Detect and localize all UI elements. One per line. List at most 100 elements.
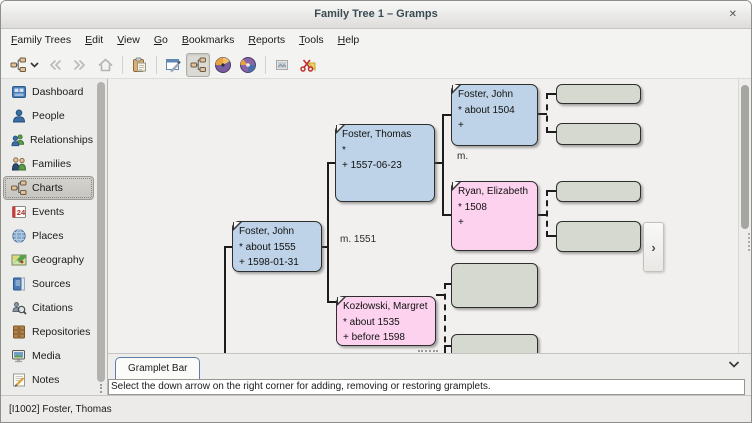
dashed-connector-line xyxy=(546,131,556,133)
gramplet-bar-tab[interactable]: Gramplet Bar xyxy=(115,357,201,380)
connector-line xyxy=(327,162,336,164)
empty-person-box[interactable] xyxy=(556,181,641,202)
sidebar-item-label: Charts xyxy=(32,182,63,194)
home-button[interactable] xyxy=(93,53,117,77)
toolbar-separator xyxy=(156,55,157,74)
sidebar-item-label: Citations xyxy=(32,302,73,314)
person-birth: * 1508 xyxy=(458,201,487,213)
menu-reports[interactable]: Reports xyxy=(248,33,286,46)
expand-right-button[interactable]: › xyxy=(643,222,664,272)
gramplet-dropdown-button[interactable] xyxy=(728,361,740,368)
person-birth: * xyxy=(342,144,346,156)
sidebar-item-relationships[interactable]: Relationships xyxy=(3,128,94,152)
title-bar[interactable]: Family Tree 1 – Gramps ✕ xyxy=(1,1,751,29)
fan-chart-view-button[interactable] xyxy=(211,53,235,77)
menu-help[interactable]: Help xyxy=(337,33,360,46)
menu-view[interactable]: View xyxy=(117,33,140,46)
empty-person-box[interactable] xyxy=(451,263,538,308)
dashed-connector-line xyxy=(444,283,453,285)
back-icon xyxy=(49,59,62,70)
toolbar-separator xyxy=(265,55,266,74)
sidebar-item-places[interactable]: Places xyxy=(3,224,94,248)
chart-scrollbar[interactable] xyxy=(738,79,751,353)
window-title: Family Tree 1 – Gramps xyxy=(314,8,438,20)
configure-view-icon xyxy=(165,58,181,72)
pedigree-view-button[interactable] xyxy=(186,52,210,77)
sidebar-item-citations[interactable]: Citations xyxy=(3,296,94,320)
sidebar-item-repositories[interactable]: Repositories xyxy=(3,320,94,344)
gramplet-message-row: Select the down arrow on the right corne… xyxy=(108,379,751,395)
empty-person-box[interactable] xyxy=(556,123,641,145)
sidebar-item-label: People xyxy=(32,110,65,122)
sidebar-item-events[interactable]: 24 Events xyxy=(3,200,94,224)
close-button[interactable]: ✕ xyxy=(728,9,737,20)
person-death: + before 1598 xyxy=(343,332,405,343)
person-death: + xyxy=(458,120,464,131)
connector-line xyxy=(442,214,452,216)
sidebar-item-people[interactable]: People xyxy=(3,104,94,128)
dashed-connector-line xyxy=(546,190,548,237)
notes-icon xyxy=(13,373,25,387)
connector-line xyxy=(327,301,337,303)
marriage-label: m. 1551 xyxy=(340,234,377,245)
menu-tools[interactable]: Tools xyxy=(299,33,324,46)
sidebar-item-notes[interactable]: Notes xyxy=(3,368,94,392)
clipboard-button[interactable] xyxy=(127,53,151,77)
corner-fold-icon xyxy=(452,85,461,94)
status-bar: [I1002] Foster, Thomas xyxy=(1,395,751,422)
back-button[interactable] xyxy=(43,53,67,77)
forward-button[interactable] xyxy=(68,53,92,77)
connector-line xyxy=(436,294,446,296)
empty-person-box[interactable] xyxy=(556,221,641,252)
main-area: Dashboard People Relationships Families … xyxy=(1,79,751,395)
sidebar-item-label: Dashboard xyxy=(32,86,84,98)
sidebar-item-dashboard[interactable]: Dashboard xyxy=(3,80,94,104)
person-box[interactable]: Ryan, Elizabeth * 1508 + xyxy=(451,181,538,251)
pedigree-dropdown-button[interactable] xyxy=(6,53,42,77)
menu-family-trees[interactable]: Family Trees xyxy=(11,33,72,46)
sidebar-item-charts[interactable]: Charts xyxy=(3,176,94,200)
person-box[interactable]: Foster, John * about 1555 + 1598-01-31 xyxy=(232,221,322,272)
empty-person-box[interactable] xyxy=(556,84,641,104)
sidebar-scrollbar[interactable] xyxy=(97,82,105,382)
connector-line xyxy=(538,214,547,216)
person-birth: * about 1504 xyxy=(458,104,515,116)
cut-button[interactable] xyxy=(295,53,319,77)
sidebar-scrollbar-dots xyxy=(100,384,102,393)
sidebar-item-label: Events xyxy=(32,206,65,218)
dashed-connector-line xyxy=(444,283,446,353)
full-fan-chart-icon xyxy=(240,56,256,73)
menu-edit[interactable]: Edit xyxy=(85,33,104,46)
empty-person-box[interactable] xyxy=(451,334,538,353)
category-sidebar: Dashboard People Relationships Families … xyxy=(1,79,108,395)
connector-line xyxy=(224,246,226,353)
forward-icon xyxy=(73,59,86,70)
gramplet-message: Select the down arrow on the right corne… xyxy=(108,379,745,395)
menu-bookmarks[interactable]: Bookmarks xyxy=(181,33,235,46)
person-birth: * about 1535 xyxy=(343,316,400,328)
sidebar-item-geography[interactable]: Geography xyxy=(3,248,94,272)
sidebar-item-label: Relationships xyxy=(29,134,93,146)
sources-icon xyxy=(13,277,25,291)
sidebar-item-media[interactable]: Media xyxy=(3,344,94,368)
dashed-connector-line xyxy=(546,190,556,192)
scissors-icon xyxy=(299,58,315,72)
connector-line xyxy=(224,246,233,248)
connector-line xyxy=(538,113,547,115)
dashed-connector-line xyxy=(546,93,548,133)
chart-scrollbar-thumb[interactable] xyxy=(741,85,749,229)
configure-view-button[interactable] xyxy=(161,53,185,77)
media-icon xyxy=(12,350,25,363)
export-image-button[interactable] xyxy=(270,53,294,77)
person-death: + 1598-01-31 xyxy=(239,257,299,268)
full-fan-chart-view-button[interactable] xyxy=(236,53,260,77)
menu-go[interactable]: Go xyxy=(153,33,168,46)
person-box[interactable]: Kozłowski, Margret * about 1535 + before… xyxy=(336,296,436,346)
person-box[interactable]: Foster, John * about 1504 + xyxy=(451,84,538,146)
geography-icon xyxy=(11,254,27,266)
svg-text:24: 24 xyxy=(17,208,26,217)
home-icon xyxy=(97,58,113,71)
sidebar-item-sources[interactable]: Sources xyxy=(3,272,94,296)
sidebar-item-families[interactable]: Families xyxy=(3,152,94,176)
person-box[interactable]: Foster, Thomas * + 1557-06-23 xyxy=(335,124,435,202)
